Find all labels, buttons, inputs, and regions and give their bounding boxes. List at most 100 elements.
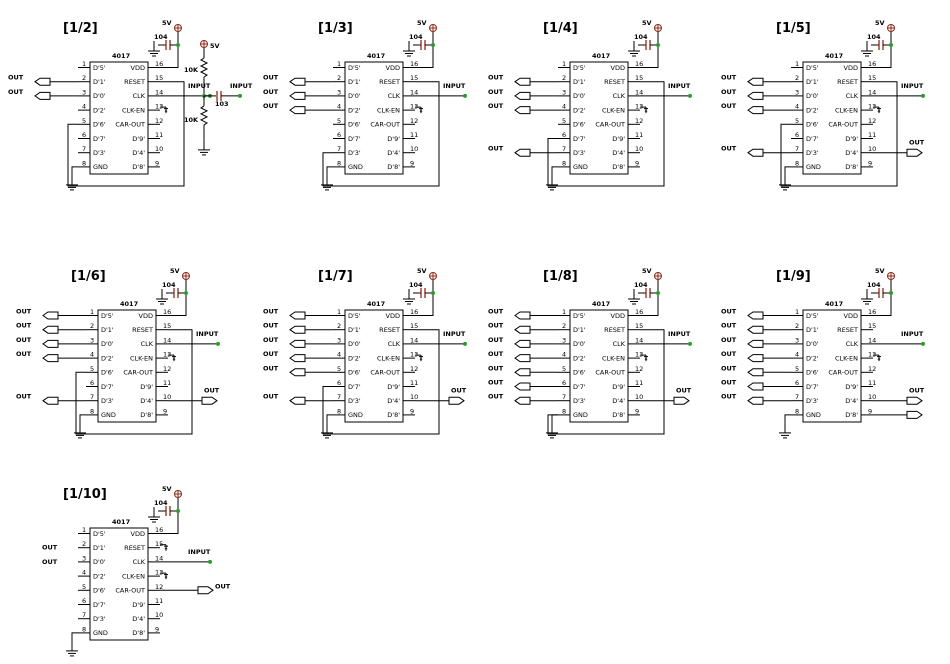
pin-name: D'8'	[387, 163, 400, 171]
out-label: OUT	[8, 74, 24, 82]
pin-number: 9	[868, 407, 872, 415]
pin-number: 16	[868, 60, 876, 68]
vdd-supply-label: 5V	[875, 19, 885, 27]
pin-name: CAR-OUT	[370, 369, 400, 377]
out-port-symbol	[42, 354, 59, 363]
ic-4017-body	[802, 309, 862, 423]
pin-name: CLK	[613, 340, 626, 348]
ic-part-label: 4017	[112, 52, 130, 60]
pin-number: 2	[90, 322, 94, 330]
pin-number: 1	[562, 308, 566, 316]
resistor-top	[199, 57, 209, 78]
pin-number: 7	[795, 393, 799, 401]
pin-number: 1	[337, 308, 341, 316]
pin-number: 5	[562, 117, 566, 125]
pin-name: D'3'	[573, 149, 586, 157]
pin-number: 14	[410, 88, 418, 96]
gnd-wire	[551, 414, 558, 423]
out-port-symbol	[514, 354, 531, 363]
pin-number: 14	[868, 88, 876, 96]
pin-number: 4	[562, 351, 566, 359]
vdd-supply-label: 5V	[642, 267, 652, 275]
out-label: OUT	[721, 322, 737, 330]
out-port-symbol	[42, 311, 59, 320]
decoupling-cap	[645, 288, 651, 298]
pin-name: D'7'	[348, 383, 361, 391]
pin-number: 14	[163, 336, 171, 344]
pin-name: D'2'	[101, 354, 114, 362]
pin-number: 8	[337, 407, 341, 415]
pin-name: RESET	[379, 326, 400, 334]
pin-tie-symbol	[873, 106, 881, 114]
ic-part-label: 4017	[367, 300, 385, 308]
pin-number: 10	[868, 393, 876, 401]
ic-part-label: 4017	[825, 300, 843, 308]
pin-name: D'2'	[93, 106, 106, 114]
out-label: OUT	[488, 393, 504, 401]
pin-tie-symbol	[640, 106, 648, 114]
out-label: OUT	[263, 393, 279, 401]
pin-number: 14	[410, 336, 418, 344]
junction-dot	[921, 93, 925, 98]
pin-number: 7	[562, 393, 566, 401]
cap-label: 104	[409, 33, 423, 41]
pin-name: VDD	[386, 64, 400, 72]
pin-number: 3	[562, 336, 566, 344]
pin-number: 15	[155, 74, 163, 82]
pin-name: D'7'	[573, 135, 586, 143]
ic-4017-body	[569, 61, 629, 175]
pin-number: 2	[337, 74, 341, 82]
pin-number: 3	[90, 336, 94, 344]
out-port-symbol	[747, 339, 764, 348]
pin-name: CLK-EN	[122, 572, 145, 580]
pin-number: 13	[635, 103, 643, 111]
pin-name: D'0'	[93, 558, 106, 566]
junction-dot	[921, 341, 925, 346]
gnd-wire	[784, 166, 791, 175]
out-label: OUT	[488, 350, 504, 358]
circuit-title: [1/3]	[318, 21, 353, 36]
vdd-supply-label: 5V	[642, 19, 652, 27]
pin-name: RESET	[837, 326, 858, 334]
pin-name: VDD	[139, 312, 153, 320]
supply-5v-symbol	[182, 272, 190, 280]
out-label: OUT	[721, 88, 737, 96]
pin-number: 8	[562, 407, 566, 415]
vdd-supply-label: 5V	[417, 19, 427, 27]
pin-name: D'3'	[93, 615, 106, 623]
circuit-title: [1/4]	[543, 21, 578, 36]
pin-name: D'2'	[348, 354, 361, 362]
out-label: OUT	[263, 74, 279, 82]
pin-name: D'5'	[573, 312, 586, 320]
out-label: OUT	[488, 308, 504, 316]
pin-number: 12	[868, 117, 876, 125]
ic-4017-body	[344, 309, 404, 423]
pin-number: 13	[410, 103, 418, 111]
decoupling-cap	[165, 40, 171, 50]
pin-number: 7	[337, 393, 341, 401]
resistor-bottom	[199, 105, 209, 126]
ic-part-label: 4017	[367, 52, 385, 60]
pin-name: D'9'	[387, 135, 400, 143]
pin-number: 7	[82, 145, 86, 153]
out-label: OUT	[16, 322, 32, 330]
pin-name: CLK	[141, 340, 154, 348]
input-label: INPUT	[668, 82, 691, 90]
vdd-supply-label: 5V	[417, 267, 427, 275]
reset-feedback-wire	[322, 329, 440, 435]
pin-name: D'4'	[132, 149, 145, 157]
cap-label: 104	[867, 33, 881, 41]
cap-label: 104	[867, 281, 881, 289]
out-label: OUT	[16, 393, 32, 401]
pin-name: CLK-EN	[130, 354, 153, 362]
pin-number: 11	[635, 379, 643, 387]
supply-5v-symbol	[174, 490, 182, 498]
junction-dot	[656, 291, 660, 295]
out-port-symbol	[42, 396, 59, 405]
pin-name: D'2'	[93, 572, 106, 580]
pin-name: D'4'	[387, 397, 400, 405]
pin-number: 12	[635, 117, 643, 125]
pin-number: 5	[795, 365, 799, 373]
